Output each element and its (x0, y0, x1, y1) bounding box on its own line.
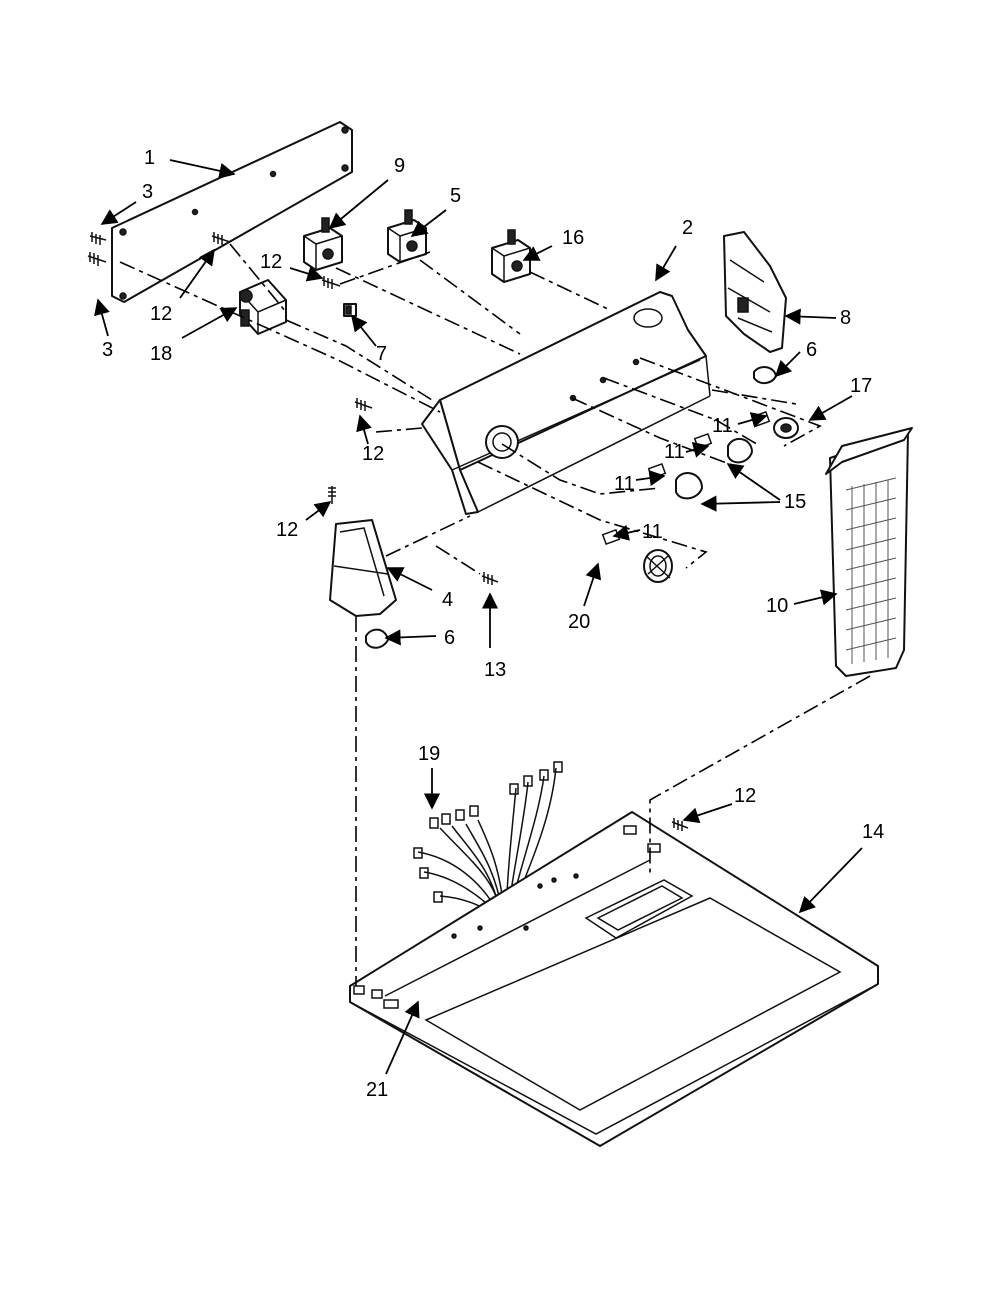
callout-16: 15 (784, 491, 806, 513)
console-panel (421, 291, 711, 515)
insert-11-b (693, 432, 713, 450)
screw-3-upper (89, 232, 107, 245)
callout-12-b: 12 (260, 251, 282, 273)
top-panel (349, 811, 879, 1147)
knob-16-a (727, 437, 753, 464)
screw-12-d (328, 486, 336, 504)
switch-5 (387, 209, 427, 263)
callout-11-b: 11 (664, 441, 685, 463)
callout-7: 7 (376, 343, 387, 365)
knob-21 (643, 549, 673, 583)
callout-19: 18 (150, 343, 172, 365)
screw-12-b (321, 276, 341, 289)
end-cap-bracket (723, 231, 787, 353)
callout-3-upper: 3 (142, 181, 153, 203)
callout-18: 17 (850, 375, 872, 397)
screw-3-lower (87, 252, 107, 266)
callout-11-d: 11 (642, 521, 663, 543)
end-cap-4 (329, 519, 397, 617)
callout-12-d: 12 (276, 519, 298, 541)
alignment-lines (119, 243, 871, 986)
screw-12-c (354, 398, 373, 411)
mounting-plate (111, 121, 353, 303)
callout-4: 4 (442, 589, 453, 611)
knob-18 (773, 417, 799, 439)
callout-10: 10 (766, 595, 788, 617)
lint-screen (825, 427, 913, 677)
callout-12-c: 12 (362, 443, 384, 465)
callout-3-lower: 3 (102, 339, 113, 361)
clip-6-lower (365, 628, 389, 649)
switch-17 (491, 229, 531, 283)
callout-13: 12 (734, 785, 756, 807)
callout-labels: 1 2 3 3 4 5 6 6 7 8 9 10 11 11 11 11 12 … (102, 147, 884, 1101)
callout-9: 9 (394, 155, 405, 177)
screw-13 (671, 818, 689, 831)
callout-22: 21 (366, 1079, 388, 1101)
callout-6-upper: 6 (806, 339, 817, 361)
insert-11-d (601, 528, 621, 546)
callout-17: 16 (562, 227, 584, 249)
callout-20: 19 (418, 743, 440, 765)
knob-16-b (675, 472, 703, 500)
callout-11-a: 11 (712, 415, 733, 437)
callout-11-c: 11 (614, 473, 635, 495)
callout-1: 1 (144, 147, 155, 169)
callout-12-a: 12 (150, 303, 172, 325)
callout-15: 14 (862, 821, 884, 843)
callout-14: 13 (484, 659, 506, 681)
callout-6-lower: 6 (444, 627, 455, 649)
screw-14 (481, 572, 499, 585)
clip-7 (343, 303, 357, 317)
callout-5: 5 (450, 185, 461, 207)
clip-6-upper (753, 366, 777, 384)
screw-12-a (211, 232, 231, 245)
leader-lines (94, 159, 863, 1075)
callout-21: 20 (568, 611, 590, 633)
callout-8: 8 (840, 307, 851, 329)
switch-9 (303, 217, 343, 271)
callout-2: 2 (682, 217, 693, 239)
